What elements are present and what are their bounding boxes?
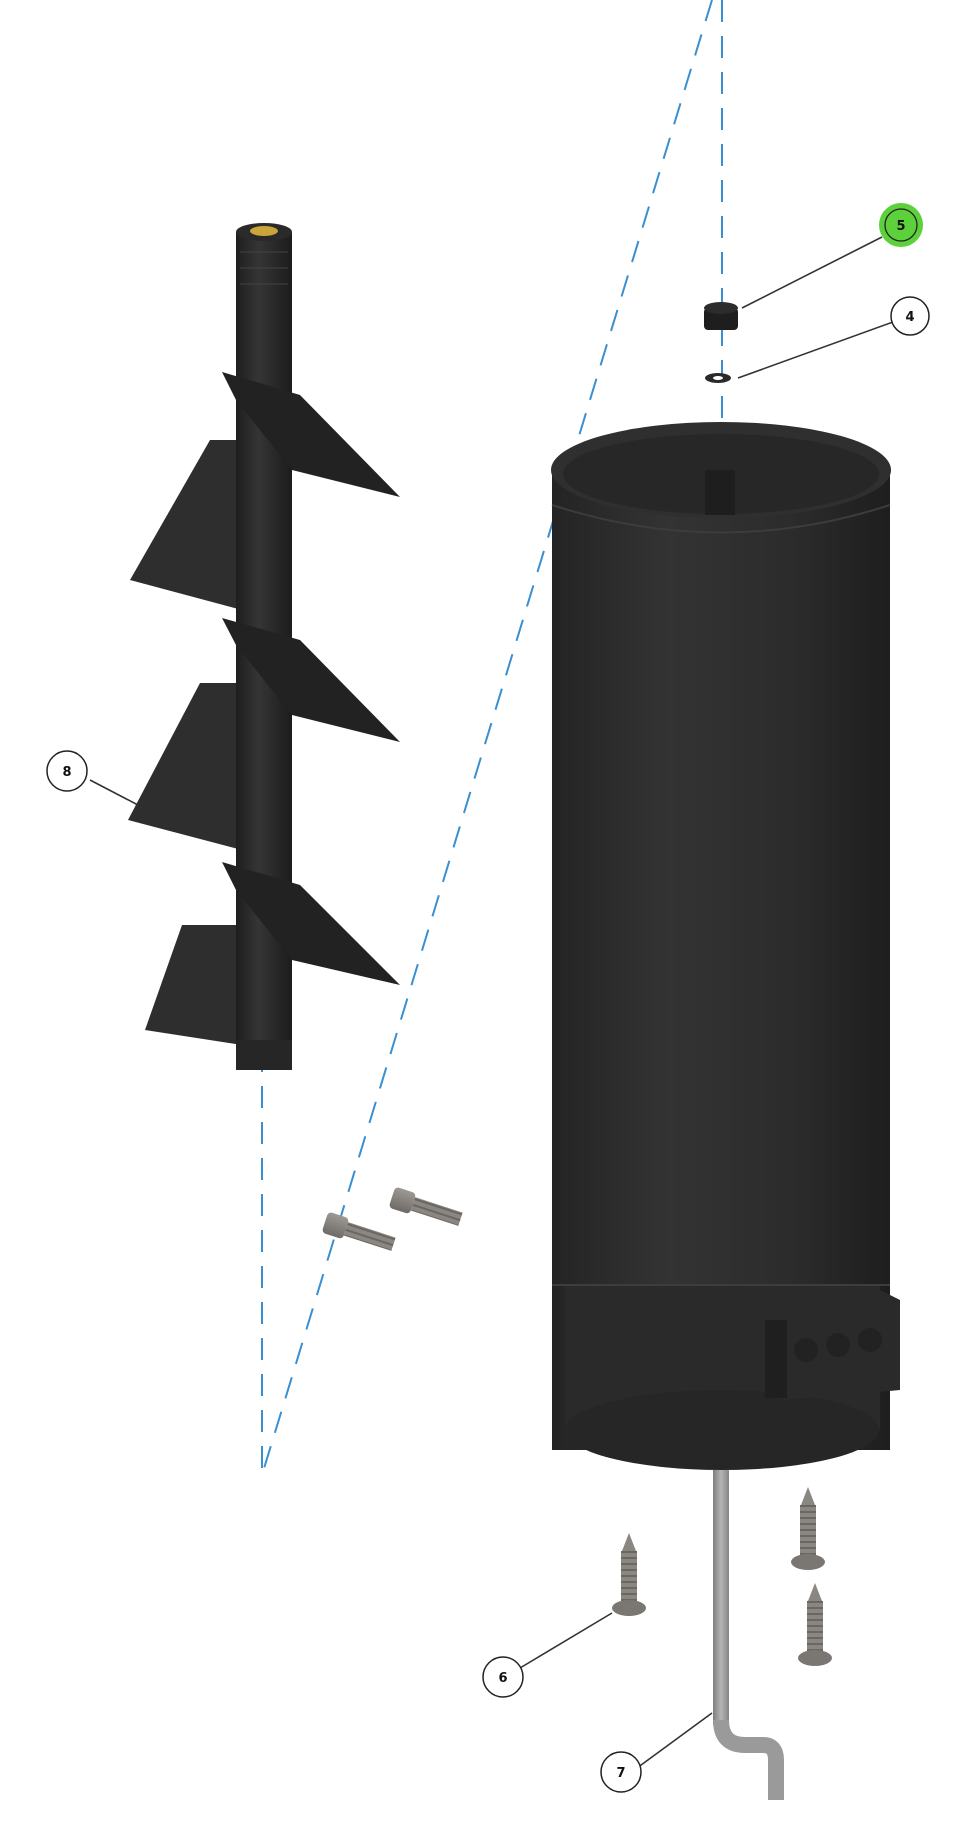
tube-housing-part	[551, 422, 900, 1470]
axis-lines	[261, 0, 723, 1476]
axis-line-diagonal	[261, 0, 713, 1476]
self-tapping-screws	[612, 1487, 832, 1666]
callout-8-label: 8	[62, 765, 71, 780]
auger-blade-back-2	[128, 683, 242, 850]
callout-4[interactable]: 4	[890, 296, 930, 336]
callout-7-label: 7	[616, 1766, 625, 1781]
auger-blade-front-1	[222, 372, 400, 497]
callout-7[interactable]: 7	[600, 1751, 642, 1793]
callout-6-label: 6	[498, 1671, 507, 1686]
auger-shaft-bottom	[236, 1040, 292, 1070]
tube-center-post	[705, 470, 735, 515]
callout-5-highlighted[interactable]: 5	[879, 203, 923, 247]
bent-rod-part	[713, 1470, 784, 1800]
tube-bottom-edge	[565, 1390, 879, 1470]
socket-cap-screws	[322, 1187, 463, 1251]
auger-blade-back-3	[145, 925, 242, 1045]
auger-blade-back-1	[130, 440, 242, 610]
callout-8[interactable]: 8	[46, 750, 88, 792]
auger-tip-icon	[250, 226, 278, 236]
callout-6[interactable]: 6	[482, 1656, 524, 1698]
callout-5-label: 5	[896, 219, 905, 234]
mounting-block	[765, 1290, 900, 1400]
auger-blade-front-3	[222, 862, 400, 985]
auger-part	[128, 223, 400, 1070]
bushing-part	[704, 302, 738, 330]
callout-leaders	[89, 236, 894, 1769]
callout-4-label: 4	[905, 310, 914, 325]
washer-part	[705, 373, 731, 383]
auger-blade-front-2	[222, 618, 400, 742]
